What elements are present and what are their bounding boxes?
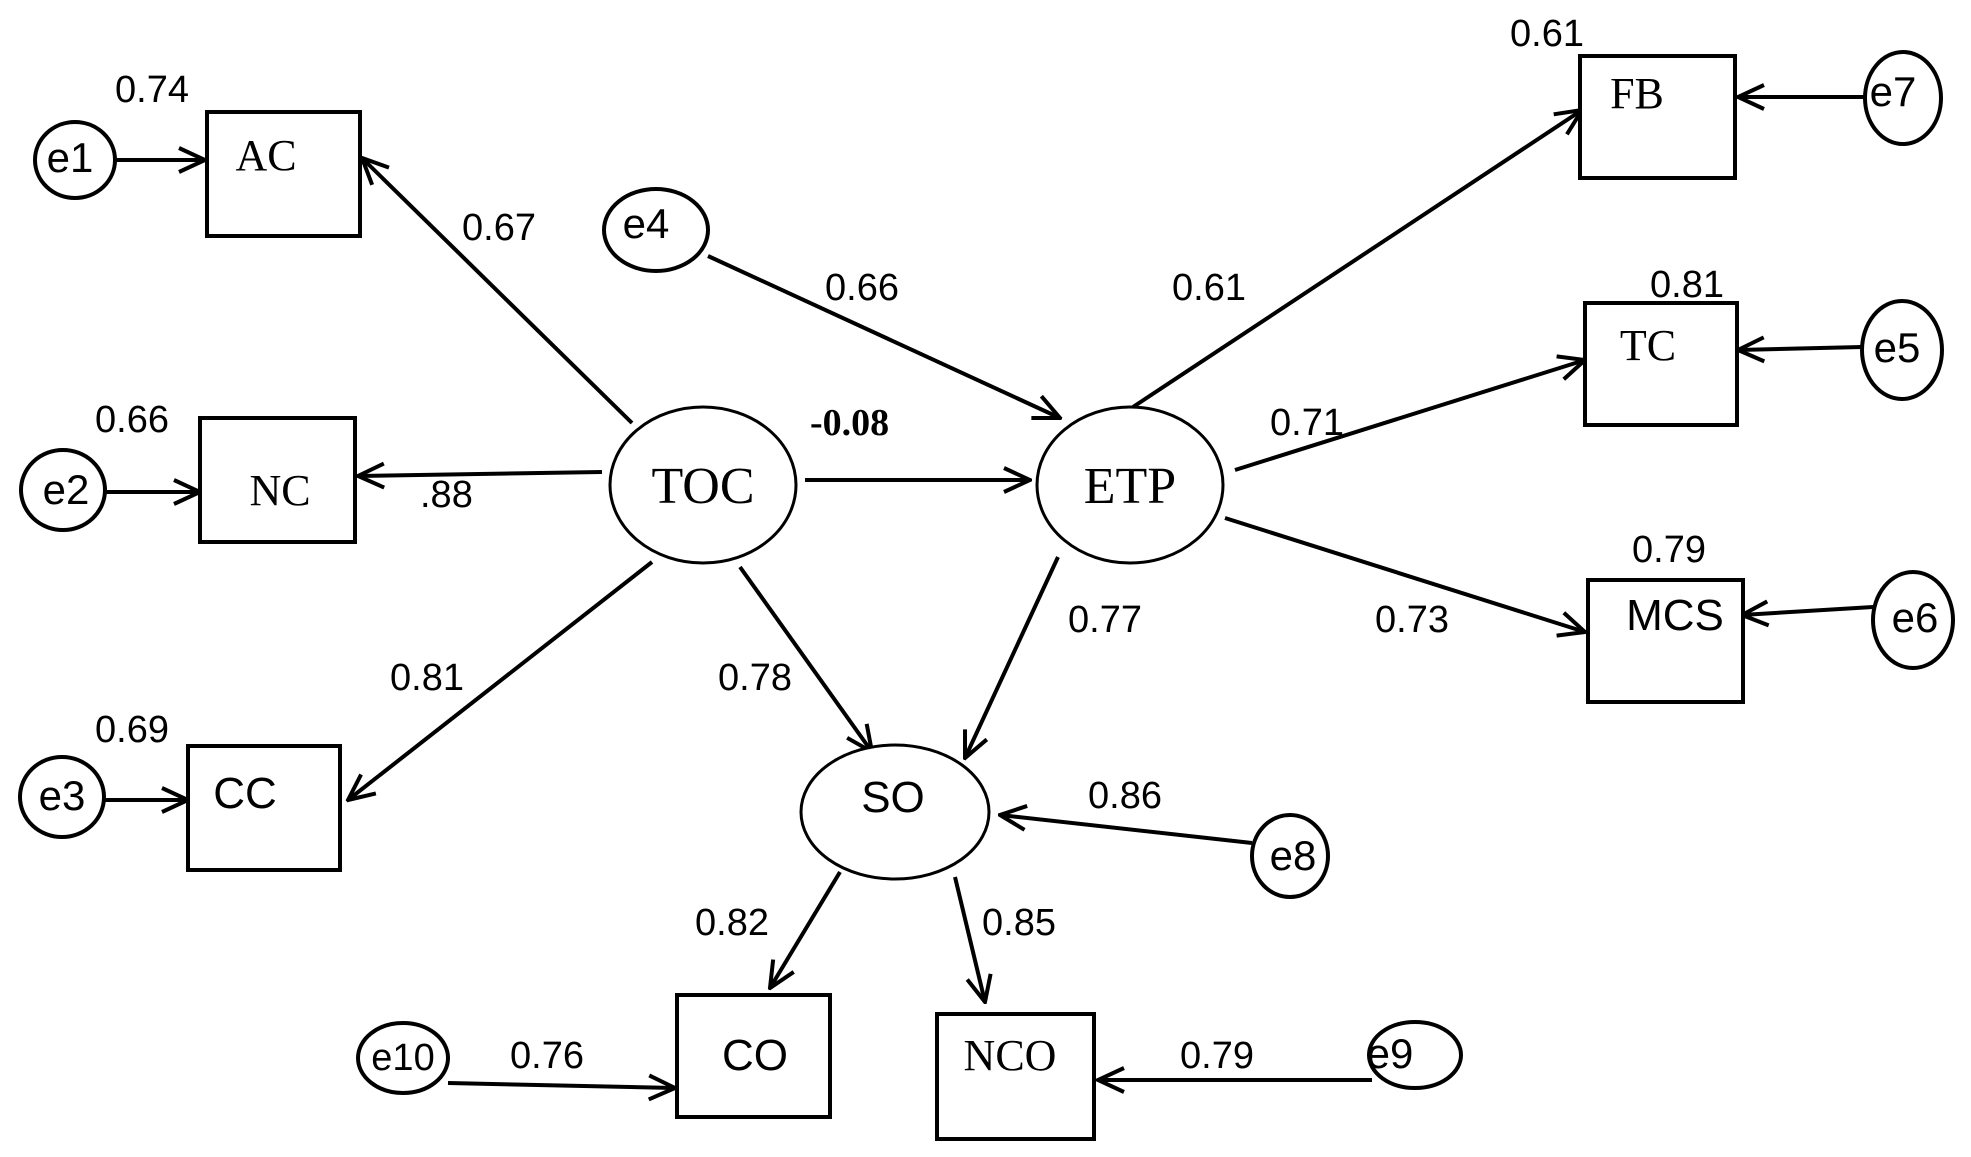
latent-toc-label: TOC bbox=[651, 458, 754, 515]
loading-toc-cc: 0.81 bbox=[390, 657, 464, 699]
node-nco-label: NCO bbox=[964, 1031, 1057, 1080]
paths bbox=[105, 97, 1874, 1088]
latent-etp bbox=[1035, 405, 1225, 565]
r2-nc: 0.66 bbox=[95, 399, 169, 441]
arrow-e5-tc bbox=[1738, 347, 1863, 350]
error-path-e10-co: 0.76 bbox=[510, 1035, 584, 1077]
r2-cc: 0.69 bbox=[95, 709, 169, 751]
arrow-so-co bbox=[770, 870, 842, 988]
error-e9-label: e9 bbox=[1367, 1030, 1414, 1077]
arrow-e6-mcs bbox=[1742, 607, 1874, 615]
arrow-toc-nc bbox=[358, 472, 603, 476]
error-path-e4-etp: 0.66 bbox=[825, 267, 899, 309]
node-nc bbox=[198, 416, 357, 544]
node-co-label: CO bbox=[722, 1031, 788, 1080]
path-toc-etp: -0.08 bbox=[810, 402, 889, 444]
error-e8 bbox=[1250, 813, 1330, 899]
error-e7-label: e7 bbox=[1870, 68, 1917, 115]
error-e8-label: e8 bbox=[1270, 832, 1317, 879]
arrow-so-nco bbox=[953, 876, 985, 1002]
node-fb bbox=[1578, 54, 1737, 180]
error-e6-label: e6 bbox=[1892, 594, 1939, 641]
latent-toc bbox=[608, 405, 798, 565]
node-tc-label: TC bbox=[1620, 321, 1676, 370]
error-e1 bbox=[33, 120, 117, 200]
error-e4 bbox=[602, 187, 710, 273]
loading-etp-tc: 0.71 bbox=[1270, 402, 1344, 444]
loading-etp-fb: 0.61 bbox=[1172, 267, 1246, 309]
node-mcs-label: MCS bbox=[1626, 591, 1724, 640]
latent-constructs: TOC ETP SO bbox=[608, 405, 1225, 881]
path-toc-so: 0.78 bbox=[718, 657, 792, 699]
error-e10 bbox=[356, 1021, 450, 1095]
error-e1-label: e1 bbox=[47, 134, 94, 181]
arrow-toc-so bbox=[738, 565, 872, 752]
error-path-e8-so: 0.86 bbox=[1088, 775, 1162, 817]
error-e5-label: e5 bbox=[1874, 324, 1921, 371]
r2-fb: 0.61 bbox=[1510, 13, 1584, 55]
arrow-e10-co bbox=[447, 1083, 675, 1088]
error-e3-label: e3 bbox=[39, 772, 86, 819]
node-nc-label: NC bbox=[249, 466, 310, 515]
loading-toc-nc: .88 bbox=[420, 474, 473, 516]
loading-so-nco: 0.85 bbox=[982, 902, 1056, 944]
r2-tc: 0.81 bbox=[1650, 264, 1724, 306]
node-tc bbox=[1583, 301, 1739, 427]
coefficient-labels: 0.67 .88 0.81 0.61 0.71 0.73 0.82 0.85 -… bbox=[390, 207, 1449, 1077]
latent-so bbox=[799, 743, 991, 881]
error-e9 bbox=[1367, 1020, 1463, 1090]
r2-mcs: 0.79 bbox=[1632, 529, 1706, 571]
error-e2-label: e2 bbox=[43, 466, 90, 513]
node-mcs bbox=[1586, 578, 1745, 704]
error-path-e9-nco: 0.79 bbox=[1180, 1035, 1254, 1077]
latent-so-label: SO bbox=[861, 773, 925, 822]
error-e2 bbox=[19, 448, 107, 532]
error-e3 bbox=[18, 755, 106, 839]
node-fb-label: FB bbox=[1610, 69, 1664, 118]
node-cc-label: CC bbox=[213, 769, 277, 818]
error-e5 bbox=[1860, 299, 1944, 401]
loading-toc-ac: 0.67 bbox=[462, 207, 536, 249]
arrow-e8-so bbox=[1000, 815, 1253, 845]
error-e6 bbox=[1871, 570, 1955, 670]
error-e7 bbox=[1863, 50, 1943, 146]
node-ac-label: AC bbox=[235, 131, 296, 180]
path-etp-so: 0.77 bbox=[1068, 599, 1142, 641]
arrow-toc-ac bbox=[362, 158, 634, 425]
indicators: AC NC CC FB TC MCS CO NCO bbox=[186, 54, 1745, 1141]
arrow-etp-mcs bbox=[1224, 516, 1585, 632]
latent-etp-label: ETP bbox=[1084, 458, 1176, 515]
arrow-etp-tc bbox=[1234, 360, 1585, 472]
node-cc bbox=[186, 744, 342, 872]
node-nco bbox=[935, 1012, 1096, 1141]
error-e4-label: e4 bbox=[623, 200, 670, 247]
r2-ac: 0.74 bbox=[115, 69, 189, 111]
error-terms: e1 e2 e3 e4 e5 e6 e7 e8 e9 e10 bbox=[18, 50, 1955, 1095]
arrow-toc-cc bbox=[348, 560, 654, 800]
r-squared-labels: 0.74 0.66 0.69 0.61 0.81 0.79 bbox=[95, 13, 1724, 751]
arrow-etp-fb bbox=[1131, 110, 1582, 409]
error-e10-label: e10 bbox=[371, 1037, 434, 1079]
loading-so-co: 0.82 bbox=[695, 902, 769, 944]
node-ac bbox=[205, 110, 362, 238]
loading-etp-mcs: 0.73 bbox=[1375, 599, 1449, 641]
arrow-etp-so bbox=[965, 556, 1060, 758]
node-co bbox=[675, 993, 832, 1119]
arrow-e4-etp bbox=[707, 254, 1060, 418]
